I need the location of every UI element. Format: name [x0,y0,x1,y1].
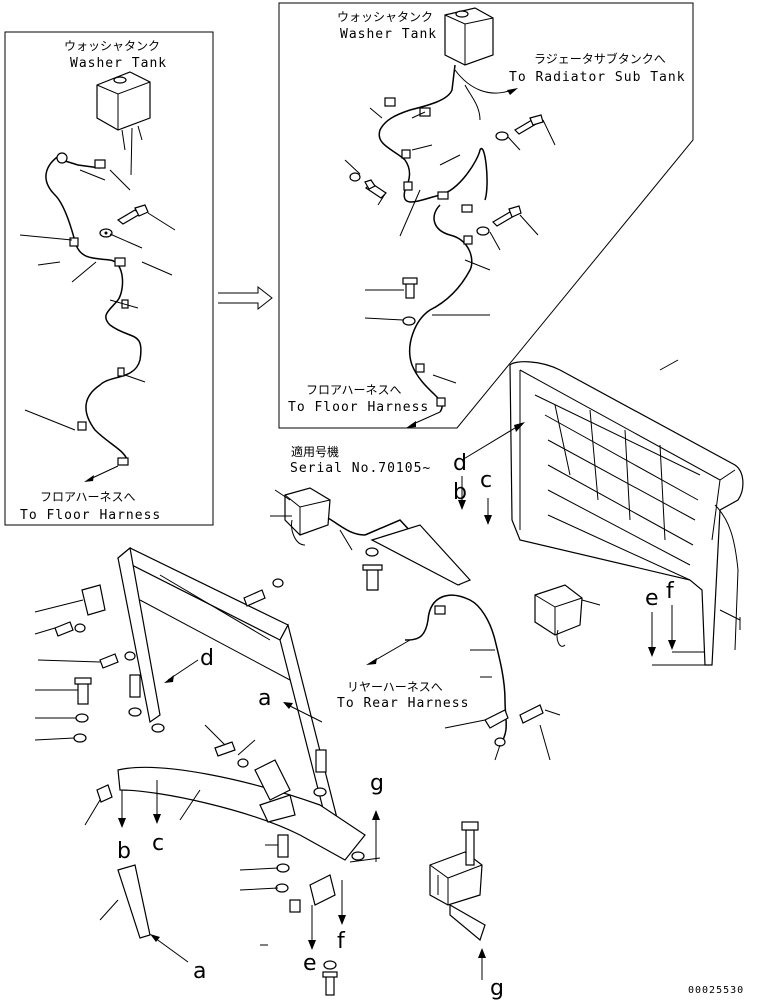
lamp-bracket [339,524,472,591]
reference-arrows [118,422,712,980]
floor-harness-en-label-left: To Floor Harness [20,508,161,523]
ref-letter-e-bottom: e [303,951,317,976]
serial-en-label: Serial No.70105~ [290,461,431,476]
ref-letter-a-frame: a [258,686,271,711]
washer-tank-left [96,71,151,176]
washer-tank-en-label-right: Washer Tank [340,27,437,42]
ref-letter-a-bottom: a [193,959,206,984]
ref-letter-d-left: d [200,646,214,671]
ref-letter-c-left: c [152,831,164,856]
bottom-bolts [322,960,338,996]
rear-harness-jp-label: リヤーハーネスへ [347,680,443,694]
floor-harness-jp-label-left: フロアハーネスへ [40,490,136,504]
right-lamp [534,584,583,647]
ref-letter-f-bottom: f [337,929,346,954]
floor-harness-jp-label-right: フロアハーネスへ [306,383,402,397]
radiator-jp-label: ラジェータサブタンクへ [534,51,666,66]
ref-letter-f-hood: f [666,579,675,604]
right-detail-frame: ウォッシャタンク Washer Tank ラジェータサブタンクへ To Radi… [278,2,694,429]
transfer-arrow [218,285,273,311]
washer-harness-left [45,152,142,466]
bolt-left-detail [99,204,149,238]
radiator-en-label: To Radiator Sub Tank [509,70,686,85]
ref-letter-d-right: d [453,451,467,476]
left-hardware [54,578,365,893]
ref-letter-e-hood: e [645,586,659,611]
left-detail-frame: ウォッシャタンク Washer Tank [4,31,214,526]
washer-tank-jp-label-left: ウォッシャタンク [64,39,160,53]
engine-hood [509,359,744,666]
floor-harness-en-label-right: To Floor Harness [288,400,429,415]
ref-letter-b-right: b [453,480,467,505]
drawing-number: 00025530 [688,985,744,996]
washer-tank-right [444,7,494,66]
ref-letter-c-right: c [480,468,492,493]
serial-jp-label: 適用号機 [291,444,339,459]
bolts-right-detail [349,114,544,326]
ref-letter-g-frame: g [370,771,384,796]
work-lamp-left [270,487,461,586]
washer-tank-jp-label-right: ウォッシャタンク [337,10,433,24]
right-harness [404,594,544,747]
ref-letter-b-left: b [117,839,131,864]
ref-letter-g-bottom: g [490,976,504,1001]
washer-harness-right [378,64,488,413]
rear-harness-en-label: To Rear Harness [337,696,469,711]
frame-assembly [96,546,366,939]
reference-letters: d b c d a b c a e f g e f g [117,451,675,1001]
washer-tank-en-label-left: Washer Tank [70,56,167,71]
rear-lamp [429,821,486,942]
